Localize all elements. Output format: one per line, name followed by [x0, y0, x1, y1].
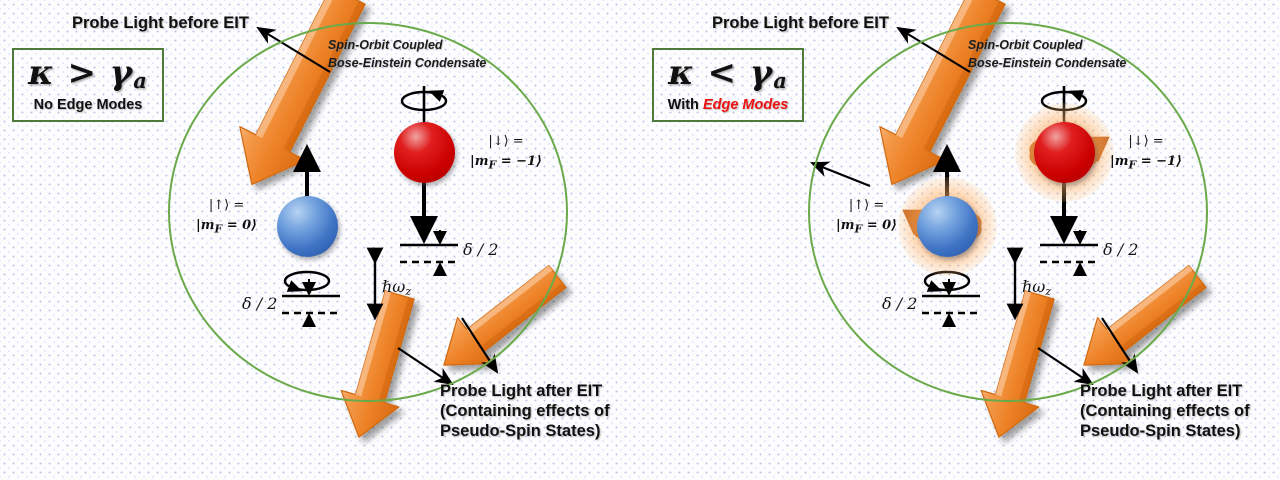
- condition-caption-emphasis: Edge Modes: [702, 97, 789, 114]
- label-probe-after-line3: Pseudo-Spin States): [440, 422, 601, 441]
- spin-down-state-label: |↓⟩ = |mF = −1⟩: [470, 132, 542, 173]
- zeeman-subscript: z: [405, 285, 412, 298]
- spin-up-quantum: |mF = 0⟩: [836, 216, 897, 238]
- spin-up-state-label: |↑⟩ = |mF = 0⟩: [196, 196, 257, 237]
- spin-up-mf-sub: F: [214, 222, 223, 236]
- zeeman-text: ℏω: [382, 277, 406, 296]
- bec-title-line1: Spin-Orbit Coupled: [968, 38, 1083, 52]
- bec-circle: [808, 22, 1208, 402]
- spin-down-quantum: |mF = −1⟩: [470, 152, 542, 174]
- label-probe-after-line1: Probe Light after EIT: [1080, 382, 1243, 400]
- bec-title-line1: Spin-Orbit Coupled: [328, 38, 443, 52]
- spin-down-sphere: [394, 122, 455, 183]
- label-probe-before: Probe Light before EIT: [72, 14, 249, 32]
- label-probe-after: Probe Light after EIT (Containing effect…: [440, 381, 610, 441]
- bec-title: Spin-Orbit Coupled Bose-Einstein Condens…: [328, 36, 486, 72]
- detuning-label-down: δ / 2: [463, 240, 499, 259]
- detuning-label-down: δ / 2: [1103, 240, 1139, 259]
- condition-caption-plain: No Edge Modes: [33, 97, 143, 114]
- label-probe-after: Probe Light after EIT (Containing effect…: [1080, 381, 1250, 441]
- zeeman-label: ℏωz: [382, 277, 411, 298]
- spin-down-ket: |↓⟩ =: [488, 134, 524, 149]
- spin-up-mf-value: = 0⟩: [862, 217, 898, 233]
- spin-down-mf-sub: F: [1128, 158, 1137, 172]
- spin-up-mf-value: = 0⟩: [222, 217, 258, 233]
- panel-no-edge-modes: κ > γa No Edge Modes Probe Light before …: [12, 0, 610, 441]
- bec-title: Spin-Orbit Coupled Bose-Einstein Condens…: [968, 36, 1126, 72]
- bec-title-line2: Bose-Einstein Condensate: [968, 56, 1127, 71]
- spin-up-sphere: [917, 196, 978, 257]
- spin-down-sphere: [1034, 122, 1095, 183]
- condition-caption-plain: With: [667, 97, 703, 114]
- spin-down-mf: |m: [1110, 153, 1129, 169]
- bec-circle: [168, 22, 568, 402]
- spin-down-ket: |↓⟩ =: [1128, 134, 1164, 149]
- spin-up-state-label: |↑⟩ = |mF = 0⟩: [836, 196, 897, 237]
- spin-up-mf: |m: [836, 217, 855, 233]
- spin-up-sphere: [277, 196, 338, 257]
- label-probe-after-line2: (Containing effects of: [440, 402, 610, 421]
- kappa-symbol: κ: [28, 53, 55, 93]
- bec-title-line2: Bose-Einstein Condensate: [328, 56, 487, 71]
- condition-box: κ < γa With Edge Modes: [652, 48, 804, 123]
- label-probe-after-line3: Pseudo-Spin States): [1080, 422, 1241, 441]
- spin-down-mf-sub: F: [488, 158, 497, 172]
- spin-down-mf: |m: [470, 153, 489, 169]
- panel-with-edge-modes: κ < γa With Edge Modes Probe Light befor…: [640, 0, 1280, 480]
- relation-symbol: <: [707, 53, 737, 93]
- spin-down-mf-value: = −1⟩: [1136, 153, 1183, 169]
- spin-down-quantum: |mF = −1⟩: [1110, 152, 1182, 174]
- spin-up-ket: |↑⟩ =: [848, 198, 885, 213]
- gamma-subscript: a: [773, 68, 788, 93]
- zeeman-subscript: z: [1045, 285, 1052, 298]
- detuning-label-up: δ / 2: [242, 294, 278, 313]
- label-probe-before: Probe Light before EIT: [712, 14, 889, 32]
- gamma-symbol: γ: [109, 53, 134, 93]
- spin-down-state-label: |↓⟩ = |mF = −1⟩: [1110, 132, 1182, 173]
- label-probe-after-line2: (Containing effects of: [1080, 402, 1250, 421]
- zeeman-text: ℏω: [1022, 277, 1046, 296]
- condition-box: κ > γa No Edge Modes: [12, 48, 164, 123]
- spin-up-mf-sub: F: [854, 222, 863, 236]
- condition-caption: With Edge Modes: [658, 97, 798, 113]
- gamma-subscript: a: [133, 68, 148, 93]
- detuning-label-up: δ / 2: [882, 294, 918, 313]
- relation-symbol: >: [67, 53, 97, 93]
- condition-caption: No Edge Modes: [18, 97, 158, 113]
- spin-down-mf-value: = −1⟩: [496, 153, 543, 169]
- spin-up-mf: |m: [196, 217, 215, 233]
- condition-formula: κ > γa: [18, 53, 158, 93]
- gamma-symbol: γ: [749, 53, 774, 93]
- spin-up-ket: |↑⟩ =: [208, 198, 245, 213]
- spin-up-quantum: |mF = 0⟩: [196, 216, 257, 238]
- kappa-symbol: κ: [668, 53, 695, 93]
- zeeman-label: ℏωz: [1022, 277, 1051, 298]
- condition-formula: κ < γa: [658, 53, 798, 93]
- label-probe-after-line1: Probe Light after EIT: [440, 382, 603, 400]
